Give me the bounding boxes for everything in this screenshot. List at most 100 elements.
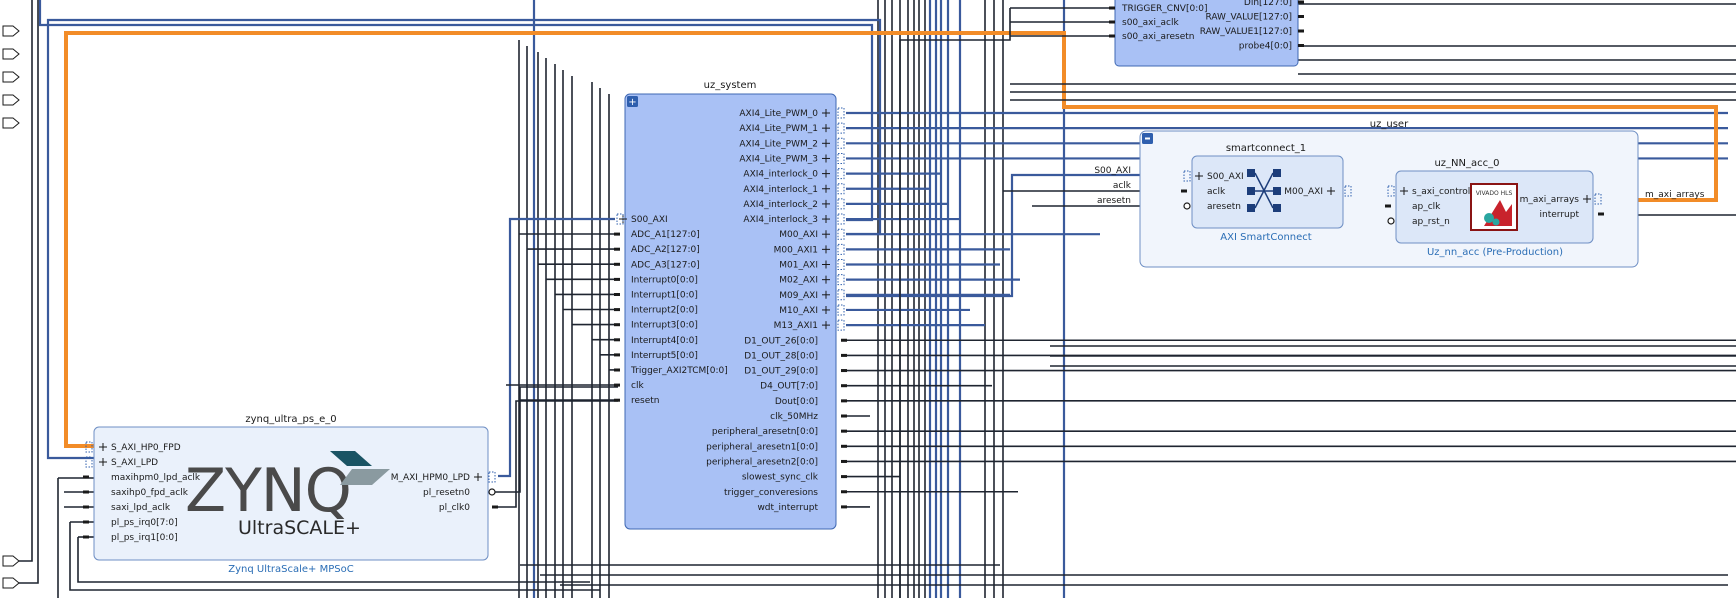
uz-system-pin-clk[interactable]: clk bbox=[614, 381, 644, 391]
external-port-3[interactable] bbox=[2, 94, 20, 106]
uz-system-pin-d4-out-7-0[interactable]: D4_OUT[7:0] bbox=[760, 382, 847, 392]
signal-wire-pl-resetn0[interactable] bbox=[492, 386, 618, 493]
uz-user-collapse-icon[interactable] bbox=[1142, 133, 1153, 144]
uz-system-pin-interrupt3-0-0[interactable]: Interrupt3[0:0] bbox=[614, 321, 698, 331]
uz-system-pin-m09-axi[interactable]: M09_AXI bbox=[779, 289, 845, 301]
top-partial-pin-trigger-cnv-0-0[interactable]: TRIGGER_CNV[0:0] bbox=[1109, 4, 1207, 14]
top-partial-block[interactable]: TRIGGER_CNV[0:0] s00_axi_aclk s00_axi_ares… bbox=[1109, 0, 1305, 67]
nn-acc-pin-m-axi-arrays[interactable]: m_axi_arrays bbox=[1520, 193, 1602, 205]
uz-system-pin-clk-50mhz[interactable]: clk_50MHz bbox=[770, 412, 847, 422]
top-partial-pin-raw-value1-127-0[interactable]: RAW_VALUE1[127:0] bbox=[1200, 27, 1304, 37]
uz-system-pin-interrupt1-0-0[interactable]: Interrupt1[0:0] bbox=[614, 291, 698, 301]
zynq-pin-pl-clk0[interactable]: pl_clk0 bbox=[439, 503, 498, 513]
pin-stub-icon bbox=[614, 353, 620, 357]
uz-system-pin-m00-axi[interactable]: M00_AXI bbox=[779, 228, 845, 240]
external-port-1[interactable] bbox=[2, 48, 20, 60]
uz-user-block[interactable]: uz_user S00_AXI aclk aresetn m_axi_array… bbox=[1094, 119, 1705, 268]
uz-system-expand-icon[interactable]: + bbox=[627, 96, 638, 108]
nn-acc-pin-s-axi-control[interactable]: s_axi_control bbox=[1387, 185, 1470, 197]
bus-wire-m00-axi-up[interactable] bbox=[38, 0, 874, 222]
uz-system-pin-label: M02_AXI bbox=[779, 276, 818, 286]
signal-wire-ext-bottom-1[interactable] bbox=[19, 0, 39, 584]
external-port-0[interactable] bbox=[2, 25, 20, 37]
uz-system-pin-interrupt4-0-0[interactable]: Interrupt4[0:0] bbox=[614, 336, 698, 346]
uz-system-pin-d1-out-28-0-0[interactable]: D1_OUT_28[0:0] bbox=[744, 351, 847, 361]
uz-system-pin-m01-axi[interactable]: M01_AXI bbox=[779, 259, 845, 271]
uz-system-pin-axi4-interlock-0[interactable]: AXI4_interlock_0 bbox=[743, 168, 845, 180]
uz-system-pin-axi4-lite-pwm-1[interactable]: AXI4_Lite_PWM_1 bbox=[739, 122, 845, 134]
uz-system-pin-peripheral-aresetn-0-0[interactable]: peripheral_aresetn[0:0] bbox=[712, 427, 847, 437]
zynq-pin-pl-ps-irq0-7-0[interactable]: pl_ps_irq0[7:0] bbox=[83, 518, 178, 528]
nn-acc-right-pins: m_axi_arrays interrupt bbox=[1520, 193, 1604, 220]
uz-system-pin-m02-axi[interactable]: M02_AXI bbox=[779, 274, 845, 286]
top-partial-pin-din-127-0[interactable]: Din[127:0] bbox=[1244, 0, 1304, 8]
nn-acc-pin-ap-rst-n[interactable]: ap_rst_n bbox=[1387, 217, 1450, 227]
uz-system-pin-d1-out-26-0-0[interactable]: D1_OUT_26[0:0] bbox=[744, 336, 847, 346]
external-port-4[interactable] bbox=[2, 117, 20, 129]
uz-system-pin-d1-out-29-0-0[interactable]: D1_OUT_29[0:0] bbox=[744, 367, 847, 377]
zynq-pin-s-axi-lpd[interactable]: S_AXI_LPD bbox=[85, 456, 158, 468]
uz-system-pin-axi4-lite-pwm-3[interactable]: AXI4_Lite_PWM_3 bbox=[739, 152, 845, 164]
uz-system-pin-axi4-lite-pwm-2[interactable]: AXI4_Lite_PWM_2 bbox=[739, 137, 845, 149]
signal-wire-trigger-cnv[interactable] bbox=[899, 8, 1011, 598]
uz-system-pin-trigger-axi2tcm-0-0[interactable]: Trigger_AXI2TCM[0:0] bbox=[614, 366, 728, 376]
uz-system-pin-interrupt5-0-0[interactable]: Interrupt5[0:0] bbox=[614, 351, 698, 361]
bus-wire-to-s-axi-lpd[interactable] bbox=[46, 18, 882, 460]
pin-stub-icon bbox=[83, 520, 89, 524]
top-partial-pin-probe4-0-0[interactable]: probe4[0:0] bbox=[1239, 42, 1304, 52]
top-partial-pin-raw-value-127-0[interactable]: RAW_VALUE[127:0] bbox=[1206, 13, 1305, 23]
external-port-2[interactable] bbox=[2, 71, 20, 83]
smartconnect-pin-aresetn[interactable]: aresetn bbox=[1183, 202, 1241, 212]
uz-system-pin-trigger-converesions[interactable]: trigger_converesions bbox=[724, 488, 847, 498]
uz-system-pin-wdt-interrupt[interactable]: wdt_interrupt bbox=[757, 503, 847, 513]
zynq-pin-saxihp0-fpd-aclk[interactable]: saxihp0_fpd_aclk bbox=[83, 488, 189, 498]
uz-system-pin-axi4-interlock-3[interactable]: AXI4_interlock_3 bbox=[743, 213, 845, 225]
uz-system-pin-resetn[interactable]: resetn bbox=[614, 396, 660, 406]
external-port-bottom-0[interactable] bbox=[2, 555, 20, 567]
zynq-pin-pl-ps-irq1-0-0[interactable]: pl_ps_irq1[0:0] bbox=[83, 533, 178, 543]
signal-wire-irq1-route[interactable] bbox=[77, 537, 590, 583]
uz-system-pin-m10-axi[interactable]: M10_AXI bbox=[779, 304, 845, 316]
nn-acc-block[interactable]: uz_NN_acc_0 VIVADO HLS Uz_nn_acc (Pre-Pr… bbox=[1385, 158, 1604, 258]
smartconnect-pin-s00-axi[interactable]: S00_AXI bbox=[1183, 170, 1244, 182]
uz-system-pin-peripheral-aresetn1-0-0[interactable]: peripheral_aresetn1[0:0] bbox=[706, 442, 847, 452]
zynq-pin-m-axi-hpm0-lpd[interactable]: M_AXI_HPM0_LPD bbox=[391, 471, 496, 483]
bus-connector-icon bbox=[837, 183, 845, 195]
uz-system-pin-adc-a1-127-0[interactable]: ADC_A1[127:0] bbox=[614, 230, 700, 240]
uz-system-pin-interrupt2-0-0[interactable]: Interrupt2[0:0] bbox=[614, 306, 698, 316]
uz-system-pin-adc-a2-127-0[interactable]: ADC_A2[127:0] bbox=[614, 245, 700, 255]
nn-acc-pin-interrupt[interactable]: interrupt bbox=[1540, 210, 1604, 220]
uz-system-pin-interrupt0-0-0[interactable]: Interrupt0[0:0] bbox=[614, 275, 698, 285]
top-partial-pin-s00-axi-aclk[interactable]: s00_axi_aclk bbox=[1109, 18, 1179, 28]
top-partial-pin-s00-axi-aresetn[interactable]: s00_axi_aresetn bbox=[1109, 32, 1195, 42]
uz-system-pin-peripheral-aresetn2-0-0[interactable]: peripheral_aresetn2[0:0] bbox=[706, 457, 847, 467]
uz-system-pin-axi4-interlock-1[interactable]: AXI4_interlock_1 bbox=[743, 183, 845, 195]
external-port-bottom-1[interactable] bbox=[2, 577, 20, 589]
uz-system-pin-dout-0-0[interactable]: Dout[0:0] bbox=[775, 397, 847, 407]
signal-wire-pl-clk0[interactable] bbox=[498, 400, 618, 508]
uz-system-pin-axi4-lite-pwm-0[interactable]: AXI4_Lite_PWM_0 bbox=[739, 107, 845, 119]
uz-system-pin-s00-axi[interactable]: S00_AXI bbox=[616, 213, 668, 225]
zynq-pin-saxi-lpd-aclk[interactable]: saxi_lpd_aclk bbox=[83, 503, 171, 513]
uz-system-pin-slowest-sync-clk[interactable]: slowest_sync_clk bbox=[742, 473, 847, 483]
zynq-pin-s-axi-hp0-fpd[interactable]: S_AXI_HP0_FPD bbox=[85, 441, 181, 453]
highlight-net-m-axi-arrays[interactable] bbox=[64, 31, 1718, 448]
uz-system-pin-m00-axi1[interactable]: M00_AXI1 bbox=[774, 243, 845, 255]
signal-wire-ext-bottom-0[interactable] bbox=[19, 0, 33, 562]
zynq-pin-maxihpm0-lpd-aclk[interactable]: maxihpm0_lpd_aclk bbox=[83, 473, 201, 483]
bus-wire-to-smartconnect[interactable] bbox=[846, 173, 1190, 298]
zynq-pin-pl-resetn0[interactable]: pl_resetn0 bbox=[423, 488, 496, 498]
signal-wire-irq0-route[interactable] bbox=[69, 522, 600, 591]
zynq-block[interactable]: zynq_ultra_ps_e_0 ZYNQ UltraSCALE+ Zynq … bbox=[83, 414, 498, 575]
nn-acc-pin-ap-clk[interactable]: ap_clk bbox=[1385, 202, 1441, 212]
smartconnect-pin-aclk[interactable]: aclk bbox=[1181, 187, 1226, 197]
uz-system-pin-axi4-interlock-2[interactable]: AXI4_interlock_2 bbox=[743, 198, 845, 210]
smartconnect-block[interactable]: smartconnect_1 AXI SmartConnect S00_AXIa… bbox=[1181, 143, 1352, 243]
smartconnect-pin-m00-axi[interactable]: M00_AXI bbox=[1284, 185, 1352, 197]
uz-system-block[interactable]: uz_system + S00_AXIADC_A1[127:0]ADC_A2[1… bbox=[614, 80, 847, 530]
uz-system-pin-label: Trigger_AXI2TCM[0:0] bbox=[630, 366, 728, 376]
bus-wire-hpm0-to-s00[interactable] bbox=[498, 217, 615, 478]
uz-system-pin-m13-axi1[interactable]: M13_AXI1 bbox=[774, 319, 845, 331]
uz-system-pin-adc-a3-127-0[interactable]: ADC_A3[127:0] bbox=[614, 260, 700, 270]
